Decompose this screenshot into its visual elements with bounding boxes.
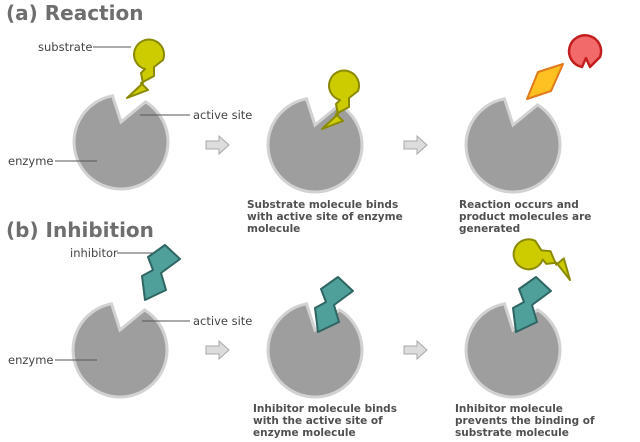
step-a3: Reaction occurs and product molecules ar… <box>459 34 603 235</box>
enzyme-shape <box>464 302 562 399</box>
active-site-label: active site <box>193 314 252 328</box>
step-b3: Inhibitor molecule prevents the binding … <box>455 237 598 439</box>
enzyme-shape <box>72 94 170 191</box>
step-b1: inhibitor active site enzyme <box>8 244 252 399</box>
active-site-label: active site <box>193 108 252 122</box>
arrow-icon <box>403 135 428 155</box>
panel-b-inhibition: (b) Inhibition inhibitor active site enz… <box>6 218 598 439</box>
caption-b3: Inhibitor molecule prevents the binding … <box>455 403 598 439</box>
product-fragment-2 <box>567 34 603 69</box>
substrate-shape <box>510 237 575 281</box>
step-a2: Substrate molecule binds with active sit… <box>247 69 406 235</box>
arrow-icon <box>205 340 230 360</box>
substrate-label: substrate <box>38 40 92 54</box>
inhibitor-label: inhibitor <box>70 246 118 260</box>
panel-b-title: (b) Inhibition <box>6 218 154 242</box>
enzyme-shape <box>71 302 169 399</box>
panel-a-reaction: (a) Reaction substrate active site enzym… <box>6 1 603 235</box>
panel-a-title: (a) Reaction <box>6 1 143 25</box>
caption-a3: Reaction occurs and product molecules ar… <box>459 199 595 235</box>
enzyme-shape <box>266 302 364 399</box>
enzyme-shape <box>266 97 364 194</box>
step-b2: Inhibitor molecule binds with the active… <box>253 276 401 439</box>
caption-b2: Inhibitor molecule binds with the active… <box>253 403 401 439</box>
arrow-icon <box>403 340 428 360</box>
arrow-icon <box>205 135 230 155</box>
step-a1: substrate active site enzyme <box>8 38 252 191</box>
enzyme-label: enzyme <box>8 154 53 168</box>
enzyme-label: enzyme <box>8 353 53 367</box>
product-fragment-1 <box>526 63 564 100</box>
enzyme-shape <box>464 97 562 194</box>
caption-a2: Substrate molecule binds with active sit… <box>247 199 406 235</box>
substrate-shape <box>126 38 166 99</box>
